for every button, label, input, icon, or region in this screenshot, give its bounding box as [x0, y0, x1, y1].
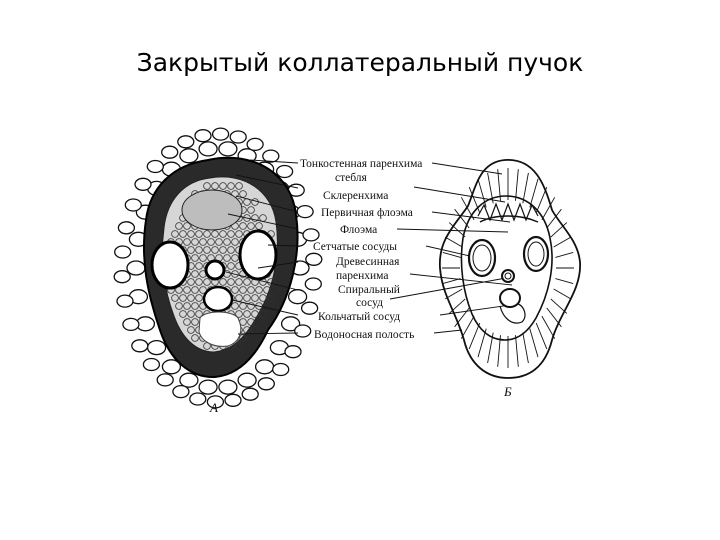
b-vessel-right-inner: [527, 241, 545, 267]
water-cavity-region: [198, 311, 242, 347]
b-water-cavity: [499, 303, 526, 324]
leader-lines: [225, 159, 513, 335]
label-phloem: Флоэма: [340, 224, 377, 236]
parenchyma-cells: [113, 127, 323, 409]
inner-outline: [460, 195, 553, 341]
panel-a-drawing: [113, 127, 323, 409]
b-annular-vessel: [499, 288, 521, 308]
label-water-cavity: Водоносная полость: [314, 329, 414, 341]
phloem-region: [181, 189, 243, 231]
label-sclerenchyma: Склеренхима: [323, 190, 388, 202]
labels: Тонкостенная паренхима стебля Склеренхим…: [300, 158, 422, 341]
panel-a-label: А: [209, 400, 218, 415]
label-spiral-vessel-2: сосуд: [356, 297, 383, 309]
label-annular-vessel: Кольчатый сосуд: [318, 311, 400, 323]
label-thin-parenchyma-2: стебля: [335, 172, 368, 184]
reticulate-vessel-right: [238, 229, 278, 281]
phloem-cap: [479, 215, 539, 223]
radial-lines: [442, 168, 574, 368]
label-spiral-vessel: Спиральный: [338, 284, 400, 296]
b-spiral-inner: [504, 272, 512, 280]
b-vessel-left-inner: [472, 244, 492, 272]
annular-vessel: [202, 285, 234, 313]
label-primary-phloem: Первичная флоэма: [321, 207, 413, 219]
label-wood-parenchyma-2: паренхима: [336, 270, 388, 282]
reticulate-vessel-left: [150, 240, 190, 290]
label-thin-parenchyma: Тонкостенная паренхима: [300, 158, 422, 170]
slide-title: Закрытый коллатеральный пучок: [136, 48, 584, 77]
label-wood-parenchyma: Древесинная: [336, 256, 400, 268]
outer-outline: [439, 159, 581, 379]
spiral-vessel: [204, 259, 226, 281]
sclerenchyma-cap: [477, 202, 539, 222]
panel-b-schematic: [439, 159, 581, 379]
label-reticulate-vessels: Сетчатые сосуды: [313, 241, 397, 253]
b-spiral-vessel: [501, 269, 515, 283]
panel-b-label: Б: [503, 384, 512, 399]
